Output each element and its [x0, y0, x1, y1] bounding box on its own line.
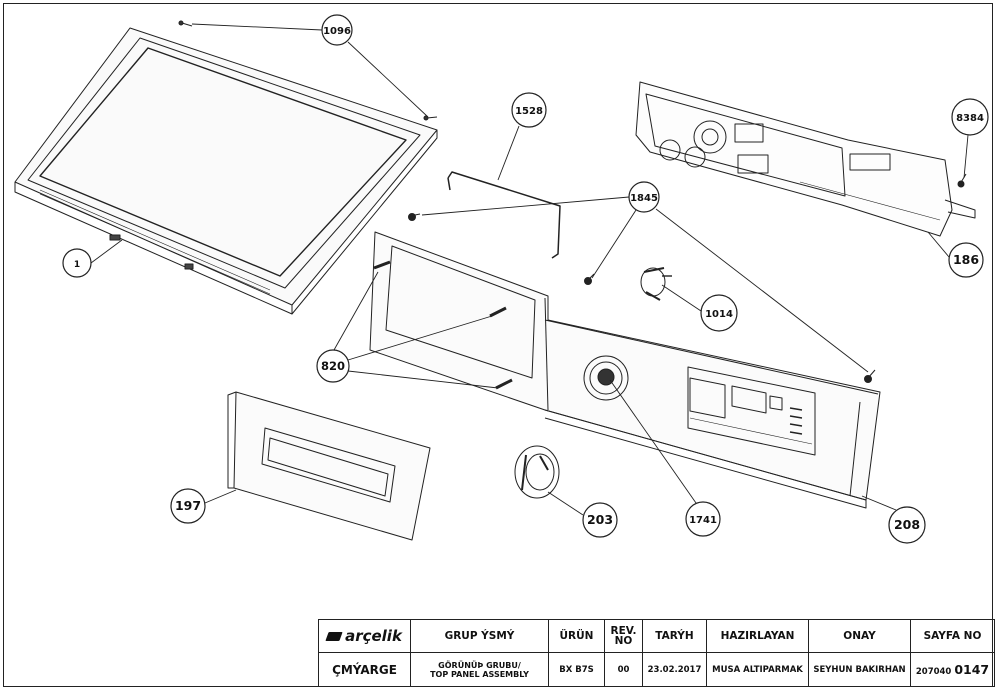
control-panel-drawing — [369, 231, 881, 509]
group-name-line1: GÖRÜNÜÞ GRUBU/ — [438, 660, 521, 670]
group-name-line2: TOP PANEL ASSEMBLY — [430, 669, 529, 679]
callout-186: 186 — [948, 242, 984, 278]
callout-circle — [316, 349, 350, 383]
header-rev-line2: NO — [614, 635, 633, 647]
knob-203-drawing — [514, 445, 560, 499]
header-rev-no: REV.NO — [604, 619, 643, 653]
value-prepared-by: MUSA ALTIPARMAK — [706, 652, 809, 687]
callout-circle — [582, 502, 618, 538]
brand-mark-icon — [325, 632, 343, 641]
callout-8384: 8384 — [951, 98, 989, 136]
title-block: arçelik GRUP ÝSMÝ ÜRÜN REV.NO TARÝH HAZI… — [318, 619, 995, 687]
electronic-board-drawing — [635, 81, 976, 237]
page-number: 0147 — [954, 662, 990, 677]
screw-8384-drawing — [957, 173, 967, 188]
callout-circle — [888, 506, 926, 544]
callout-label: 1096 — [323, 26, 351, 37]
header-prepared-by: HAZIRLAYAN — [706, 619, 809, 653]
value-approval: SEYHUN BAKIRHAN — [808, 652, 911, 687]
callout-1845: 1845 — [628, 181, 660, 213]
value-code: ÇMÝARGE — [318, 652, 411, 687]
top-lid-drawing — [14, 27, 438, 315]
leader-lines — [90, 23, 969, 516]
brand-name: arçelik — [345, 627, 402, 645]
header-approval: ONAY — [808, 619, 911, 653]
callout-1: 1 — [62, 248, 92, 278]
callout-label: 186 — [953, 252, 979, 267]
callout-circle — [951, 98, 989, 136]
callout-1741: 1741 — [685, 501, 721, 537]
brand-logo: arçelik — [318, 619, 411, 653]
value-product: BX B7S — [548, 652, 605, 687]
callout-label: 203 — [587, 512, 613, 527]
callout-circle — [62, 248, 92, 278]
callout-label: 820 — [321, 359, 345, 373]
callout-1528: 1528 — [511, 92, 547, 128]
callout-circle — [511, 92, 547, 128]
callout-label: 1845 — [630, 193, 658, 204]
page-prefix: 207040 — [915, 667, 952, 677]
callout-circle — [700, 294, 738, 332]
header-rev-line1: REV. — [610, 625, 637, 637]
header-product: ÜRÜN — [548, 619, 605, 653]
callout-circle — [628, 181, 660, 213]
callout-label: 8384 — [956, 113, 984, 124]
screw-1096-drawing — [178, 20, 438, 121]
callout-label: 1528 — [515, 106, 543, 117]
callout-circle — [685, 501, 721, 537]
callout-820: 820 — [316, 349, 350, 383]
callout-1014: 1014 — [700, 294, 738, 332]
callout-label: 1 — [74, 260, 80, 270]
header-date: TARÝH — [642, 619, 707, 653]
header-group-name: GRUP ÝSMÝ — [410, 619, 549, 653]
callout-circle — [321, 14, 353, 46]
fasteners-drawing — [373, 213, 876, 390]
header-page-no: SAYFA NO — [910, 619, 995, 653]
callout-label: 1014 — [705, 309, 733, 320]
value-rev-no: 00 — [604, 652, 643, 687]
callout-208: 208 — [888, 506, 926, 544]
rod-1528-drawing — [447, 171, 561, 259]
callout-1096: 1096 — [321, 14, 353, 46]
callouts: 1 1096 1528 8384 1845 186 1014 820 197 203 1741 208 — [62, 14, 989, 544]
callout-label: 1741 — [689, 515, 717, 526]
part-1014-drawing — [640, 267, 672, 301]
drawer-front-drawing — [227, 391, 431, 541]
callout-197: 197 — [170, 488, 206, 524]
callout-203: 203 — [582, 502, 618, 538]
drawing-frame — [3, 3, 993, 687]
callout-label: 197 — [175, 498, 201, 513]
callout-circle — [170, 488, 206, 524]
value-date: 23.02.2017 — [642, 652, 707, 687]
value-group-name: GÖRÜNÜÞ GRUBU/TOP PANEL ASSEMBLY — [410, 652, 549, 687]
callout-label: 208 — [894, 517, 920, 532]
callout-circle — [948, 242, 984, 278]
value-page-no: 207040 0147 — [910, 652, 995, 687]
